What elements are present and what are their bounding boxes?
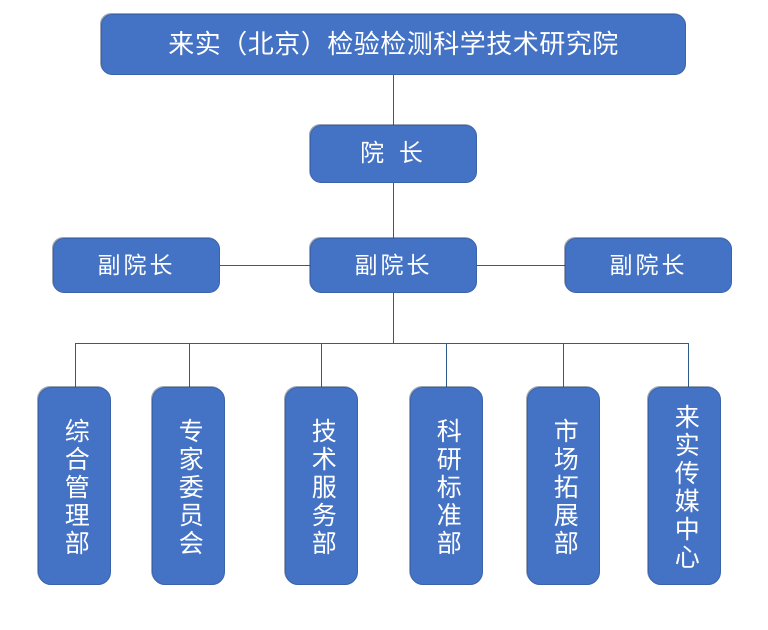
connector-bus-to-department-1 <box>189 343 190 387</box>
org-node-root-label: 来实（北京）检验检测科学技术研究院 <box>168 29 619 60</box>
org-node-department-1[interactable]: 专家委员会 <box>152 387 225 585</box>
org-node-department-3-label: 科研标准部 <box>433 418 462 558</box>
org-node-director[interactable]: 院 长 <box>310 125 477 183</box>
connector-bus-to-department-4 <box>563 343 564 387</box>
connector-director-to-vice-center <box>393 183 394 238</box>
org-node-vice-director-right-label: 副院长 <box>609 251 688 278</box>
org-node-vice-director-center[interactable]: 副院长 <box>310 238 477 293</box>
connector-department-bus <box>75 343 689 344</box>
org-node-department-5[interactable]: 来实传媒中心 <box>648 387 721 585</box>
connector-vice-center-to-vice-left <box>220 265 310 266</box>
org-node-department-0[interactable]: 综合管理部 <box>38 387 111 585</box>
connector-bus-to-department-0 <box>75 343 76 387</box>
connector-bus-to-department-2 <box>321 343 322 387</box>
org-node-department-2[interactable]: 技术服务部 <box>285 387 358 585</box>
org-node-department-5-label: 来实传媒中心 <box>671 404 700 572</box>
connector-bus-to-department-5 <box>688 343 689 387</box>
org-node-department-4-label: 市场拓展部 <box>550 418 579 558</box>
org-node-root[interactable]: 来实（北京）检验检测科学技术研究院 <box>101 14 686 75</box>
org-node-vice-director-left[interactable]: 副院长 <box>53 238 220 293</box>
org-node-director-label: 院 长 <box>360 139 427 167</box>
org-node-department-2-label: 技术服务部 <box>308 418 337 558</box>
connector-vice-center-to-bus <box>393 293 394 343</box>
org-node-department-4[interactable]: 市场拓展部 <box>527 387 600 585</box>
connector-vice-center-to-vice-right <box>477 265 565 266</box>
org-node-vice-director-center-label: 副院长 <box>354 251 433 278</box>
connector-bus-to-department-3 <box>446 343 447 387</box>
connector-root-to-director <box>393 75 394 125</box>
org-node-vice-director-right[interactable]: 副院长 <box>565 238 732 293</box>
org-node-department-0-label: 综合管理部 <box>61 418 90 558</box>
org-node-vice-director-left-label: 副院长 <box>97 251 176 278</box>
org-node-department-1-label: 专家委员会 <box>175 418 204 558</box>
org-node-department-3[interactable]: 科研标准部 <box>410 387 483 585</box>
